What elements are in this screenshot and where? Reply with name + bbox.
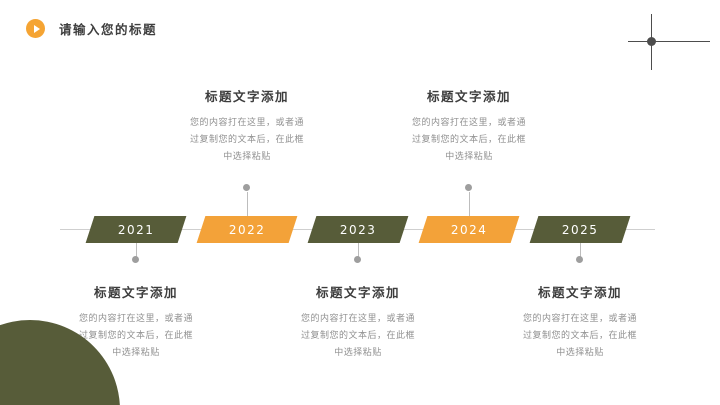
- connector-dot-2023: [354, 256, 361, 263]
- item-title: 标题文字添加: [426, 89, 511, 104]
- year-label: 2021: [117, 222, 155, 237]
- connector-dot-2021: [132, 256, 139, 263]
- timeline-text-block-2021: 标题文字添加 您的内容打在这里，或者通 过复制您的文本后，在此框 中选择粘贴: [51, 282, 221, 362]
- item-title: 标题文字添加: [93, 285, 178, 300]
- item-body: 您的内容打在这里，或者通 过复制您的文本后，在此框 中选择粘贴: [300, 314, 415, 358]
- connector-dot-2024: [465, 184, 472, 191]
- timeline-text-block-2022: 标题文字添加 您的内容打在这里，或者通 过复制您的文本后，在此框 中选择粘贴: [162, 86, 332, 166]
- year-label: 2023: [339, 222, 377, 237]
- connector-line-2022: [247, 192, 248, 216]
- connector-line-2023: [358, 243, 359, 257]
- connector-line-2024: [469, 192, 470, 216]
- timeline-text-block-2024: 标题文字添加 您的内容打在这里，或者通 过复制您的文本后，在此框 中选择粘贴: [384, 86, 554, 166]
- item-title: 标题文字添加: [315, 285, 400, 300]
- timeline-bar-2022: 2022: [196, 216, 298, 243]
- play-triangle-icon: [33, 24, 40, 33]
- timeline-bar-2021: 2021: [85, 216, 187, 243]
- item-body: 您的内容打在这里，或者通 过复制您的文本后，在此框 中选择粘贴: [411, 118, 526, 162]
- connector-dot-2025: [576, 256, 583, 263]
- year-label: 2022: [228, 222, 266, 237]
- timeline-bar-2023: 2023: [307, 216, 409, 243]
- item-title: 标题文字添加: [204, 89, 289, 104]
- connector-line-2025: [580, 243, 581, 257]
- item-body: 您的内容打在这里，或者通 过复制您的文本后，在此框 中选择粘贴: [522, 314, 637, 358]
- timeline-bar-2024: 2024: [418, 216, 520, 243]
- item-title: 标题文字添加: [537, 285, 622, 300]
- crosshair-dot-icon: [647, 37, 656, 46]
- item-body: 您的内容打在这里，或者通 过复制您的文本后，在此框 中选择粘贴: [189, 118, 304, 162]
- connector-line-2021: [136, 243, 137, 257]
- connector-dot-2022: [243, 184, 250, 191]
- play-icon: [26, 19, 45, 38]
- year-label: 2024: [450, 222, 488, 237]
- timeline-text-block-2025: 标题文字添加 您的内容打在这里，或者通 过复制您的文本后，在此框 中选择粘贴: [495, 282, 665, 362]
- timeline-bar-2025: 2025: [529, 216, 631, 243]
- year-label: 2025: [561, 222, 599, 237]
- slide-title: 请输入您的标题: [59, 22, 158, 37]
- slide-header: 请输入您的标题: [26, 19, 157, 38]
- crosshair-horizontal-line: [628, 41, 710, 42]
- timeline-text-block-2023: 标题文字添加 您的内容打在这里，或者通 过复制您的文本后，在此框 中选择粘贴: [273, 282, 443, 362]
- item-body: 您的内容打在这里，或者通 过复制您的文本后，在此框 中选择粘贴: [78, 314, 193, 358]
